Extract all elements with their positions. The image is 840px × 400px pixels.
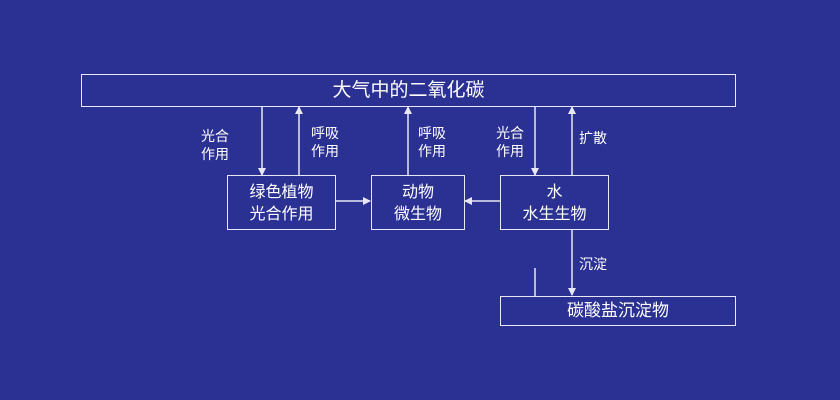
edge-label-photosynthesis-water: 光合 作用 (496, 126, 524, 161)
animals-line1: 动物 (401, 181, 434, 201)
animals-line2: 微生物 (393, 203, 442, 223)
water-line2: 水生生物 (522, 203, 587, 223)
carbonate-sediment-box: 碳酸盐沉淀物 (500, 296, 736, 326)
edge-label-sedimentation: 沉淀 (579, 257, 607, 273)
atmosphere-co2-label: 大气中的二氧化碳 (332, 78, 485, 101)
edge-label-photosynthesis-left: 光合 作用 (201, 129, 229, 164)
atmosphere-co2-box: 大气中的二氧化碳 (81, 74, 736, 107)
water-organisms-box: 水 水生生物 (500, 175, 609, 230)
green-plants-box: 绿色植物 光合作用 (227, 175, 336, 230)
edge-label-respiration-animals: 呼吸 作用 (418, 126, 446, 161)
edge-label-diffusion: 扩散 (579, 131, 607, 147)
green-plants-line1: 绿色植物 (249, 181, 314, 201)
green-plants-line2: 光合作用 (249, 203, 314, 223)
edge-label-respiration-plants: 呼吸 作用 (311, 126, 339, 161)
carbonate-label: 碳酸盐沉淀物 (567, 300, 669, 321)
water-line1: 水 (546, 181, 563, 201)
animals-microbes-box: 动物 微生物 (371, 175, 465, 230)
